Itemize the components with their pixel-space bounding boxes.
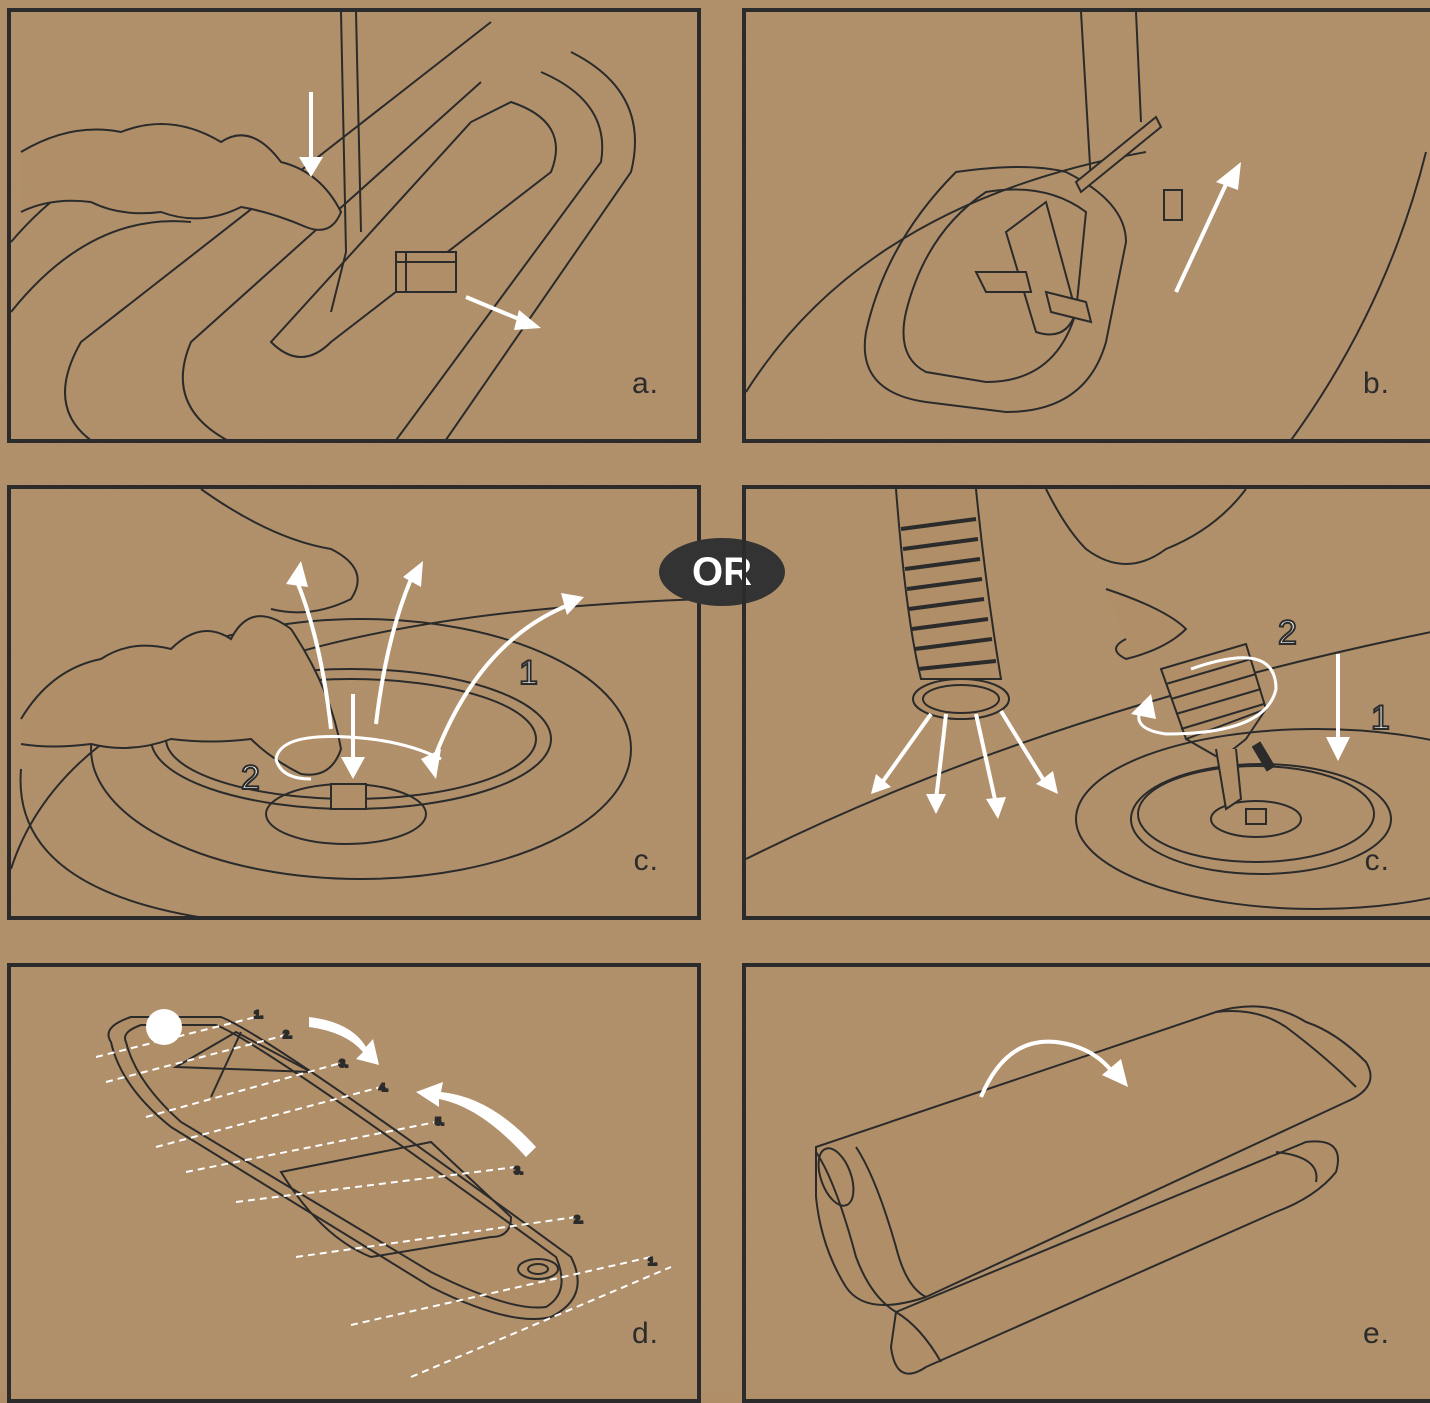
fold-number: 3. bbox=[339, 1058, 348, 1070]
fold-number: 1. bbox=[648, 1256, 657, 1268]
valve-open-illustration bbox=[746, 12, 1430, 443]
rolled-board-icon bbox=[812, 1006, 1371, 1373]
hand-icon bbox=[21, 616, 341, 775]
valve-cap-illustration bbox=[11, 12, 701, 443]
hand-icon bbox=[21, 124, 341, 230]
panel-label: c. bbox=[1365, 844, 1390, 878]
step-number-1: 1 bbox=[1371, 699, 1390, 737]
panel-label: c. bbox=[634, 844, 659, 878]
fold-number: 4. bbox=[379, 1082, 388, 1094]
panel-label: d. bbox=[632, 1317, 659, 1351]
roll-board-illustration bbox=[746, 967, 1430, 1403]
pump-deflate-illustration: 2 1 bbox=[746, 489, 1430, 920]
fold-number: 5. bbox=[435, 1116, 444, 1128]
valve-cap-icon bbox=[1164, 190, 1182, 220]
panel-d-fold-board: 1. 2. 3. 4. 5. 3. 2. 1. d. bbox=[7, 963, 701, 1403]
panel-label: a. bbox=[632, 367, 659, 401]
fold-number: 1. bbox=[254, 1009, 263, 1021]
fold-number: 3. bbox=[514, 1165, 523, 1177]
step-number-1: 1 bbox=[519, 654, 538, 692]
fold-number: 2. bbox=[574, 1214, 583, 1226]
pump-hose-icon bbox=[896, 489, 1009, 719]
hand-icon bbox=[1046, 489, 1246, 659]
panel-c-pump-deflate: 2 1 c. bbox=[742, 485, 1430, 920]
panel-label: e. bbox=[1363, 1317, 1390, 1351]
panel-c-press-valve: 1 2 c. bbox=[7, 485, 701, 920]
panel-b-remove-valve-cap: b. bbox=[742, 8, 1430, 443]
fold-number: 2. bbox=[283, 1029, 292, 1041]
valve-icon bbox=[1246, 809, 1266, 824]
step-number-2: 2 bbox=[241, 759, 260, 797]
panel-label: b. bbox=[1363, 367, 1390, 401]
step-number-2: 2 bbox=[1278, 614, 1297, 652]
valve-icon bbox=[331, 784, 366, 809]
panel-e-roll-board: e. bbox=[742, 963, 1430, 1403]
press-valve-illustration: 1 2 bbox=[11, 489, 701, 920]
panel-a-open-valve-cap: a. bbox=[7, 8, 701, 443]
fold-board-illustration: 1. 2. 3. 4. 5. 3. 2. 1. bbox=[11, 967, 701, 1403]
